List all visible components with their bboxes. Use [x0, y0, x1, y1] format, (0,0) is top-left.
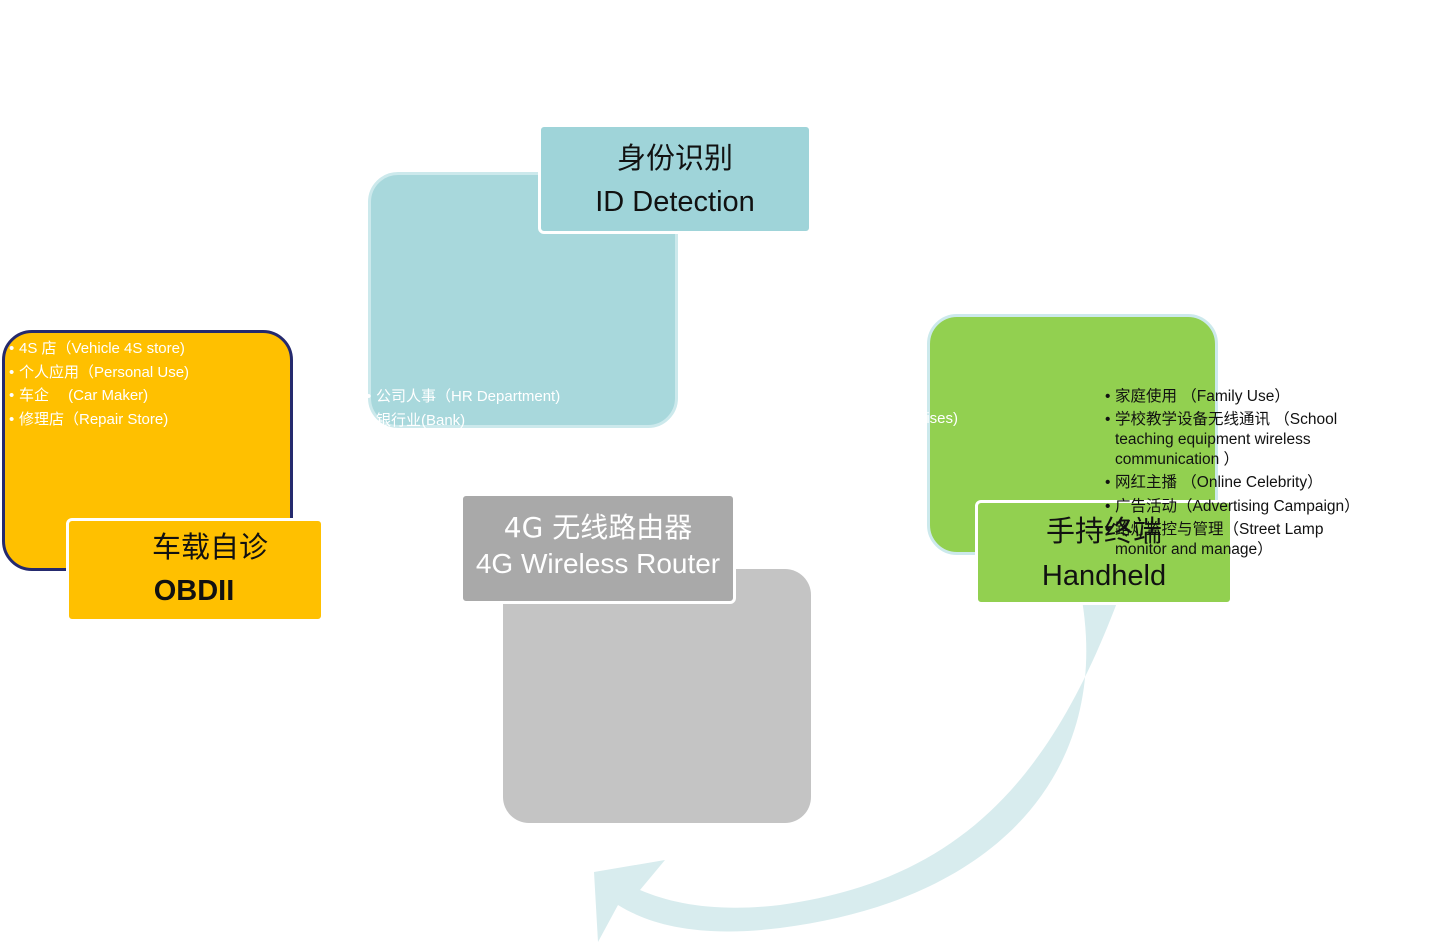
list-item: 路灯监控与管理（Street Lamp monitor and manage） [1105, 520, 1365, 560]
list-item: 车企 (Car Maker) [9, 384, 189, 408]
overflow-text: prises) [913, 410, 959, 427]
list-item: 修理店（Repair Store) [9, 408, 189, 432]
obdii-title-en: OBDII [153, 575, 235, 607]
list-item: 个人应用（Personal Use) [9, 361, 189, 385]
list-item: 学校教学设备无线通讯 （School teaching equipment wi… [1105, 410, 1365, 470]
list-item: 广告活动（Advertising Campaign） [1105, 497, 1405, 517]
list-item: 家庭使用 （Family Use） [1105, 387, 1405, 407]
list-item: 公司人事（HR Department) [366, 385, 560, 409]
id-detection-title-en: ID Detection [595, 186, 755, 218]
router-title: 4G 无线路由器 4G Wireless Router [460, 493, 736, 604]
id-detection-title-cn: 身份识别 [616, 141, 733, 175]
handheld-title-en: Handheld [1041, 560, 1167, 592]
router-box [503, 569, 811, 823]
handheld-title: 手持终端 Handheld [975, 500, 1233, 605]
handheld-list: 家庭使用 （Family Use） 学校教学设备无线通讯 （School tea… [1105, 387, 1405, 560]
id-detection-list: 公司人事（HR Department) 银行业(Bank) [366, 385, 560, 432]
cycle-arrow-bottom [594, 600, 1118, 942]
list-item: 4S 店（Vehicle 4S store) [9, 337, 189, 361]
list-item: 网红主播 （Online Celebrity） [1105, 473, 1405, 493]
router-title-cn: 4G 无线路由器 [503, 511, 693, 544]
obdii-title: 车载自诊 OBDII [66, 518, 324, 622]
obdii-list: 4S 店（Vehicle 4S store) 个人应用（Personal Use… [9, 337, 189, 431]
obdii-title-cn: 车载自诊 [151, 530, 268, 564]
list-item: 银行业(Bank) [366, 409, 560, 433]
router-title-en: 4G Wireless Router [475, 548, 721, 579]
id-detection-title: 身份识别 ID Detection [538, 124, 812, 234]
